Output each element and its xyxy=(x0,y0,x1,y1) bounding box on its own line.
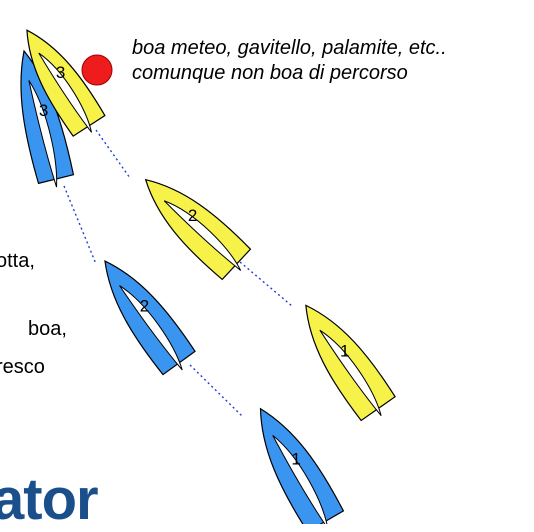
logo-text: ator xyxy=(0,467,99,532)
yellow-boat-2-number: 2 xyxy=(188,206,197,225)
blue-boat-1: 1 xyxy=(259,407,345,524)
blue-boat-2-sail xyxy=(119,285,183,371)
yellow-boat-3-sail xyxy=(38,52,93,133)
buoy xyxy=(81,54,113,86)
side-text-2: boa, xyxy=(28,318,67,340)
yellow-boat-1: 1 xyxy=(305,304,396,422)
boats: 3 2 1 3 2 1 xyxy=(20,29,396,524)
blue-boat-3-sail xyxy=(28,80,58,188)
blue-boat-1-sail xyxy=(272,435,329,524)
yellow-boat-2-sail xyxy=(163,200,242,271)
side-text-1: otta, xyxy=(0,250,35,272)
caption-line-2: comunque non boa di percorso xyxy=(132,62,408,84)
boat-tracks xyxy=(63,129,293,417)
blue-boat-1-number: 1 xyxy=(291,450,300,469)
caption-line-1: boa meteo, gavitello, palamite, etc.. xyxy=(132,37,447,59)
blue-boat-2-number: 2 xyxy=(140,297,149,316)
yellow-boat-1-sail xyxy=(319,329,382,417)
blue-boat-3: 3 xyxy=(20,49,75,188)
yellow-boat-3: 3 xyxy=(26,29,106,137)
yellow-boat-2: 2 xyxy=(144,178,252,281)
yellow-track xyxy=(95,129,293,307)
side-text-3: resco xyxy=(0,356,45,378)
blue-track xyxy=(63,185,243,417)
blue-boat-2: 2 xyxy=(104,260,196,376)
yellow-boat-1-number: 1 xyxy=(340,342,349,361)
buoy-caption: boa meteo, gavitello, palamite, etc.. co… xyxy=(132,36,447,86)
blue-boat-3-number: 3 xyxy=(39,101,48,120)
yellow-boat-3-number: 3 xyxy=(56,63,65,82)
